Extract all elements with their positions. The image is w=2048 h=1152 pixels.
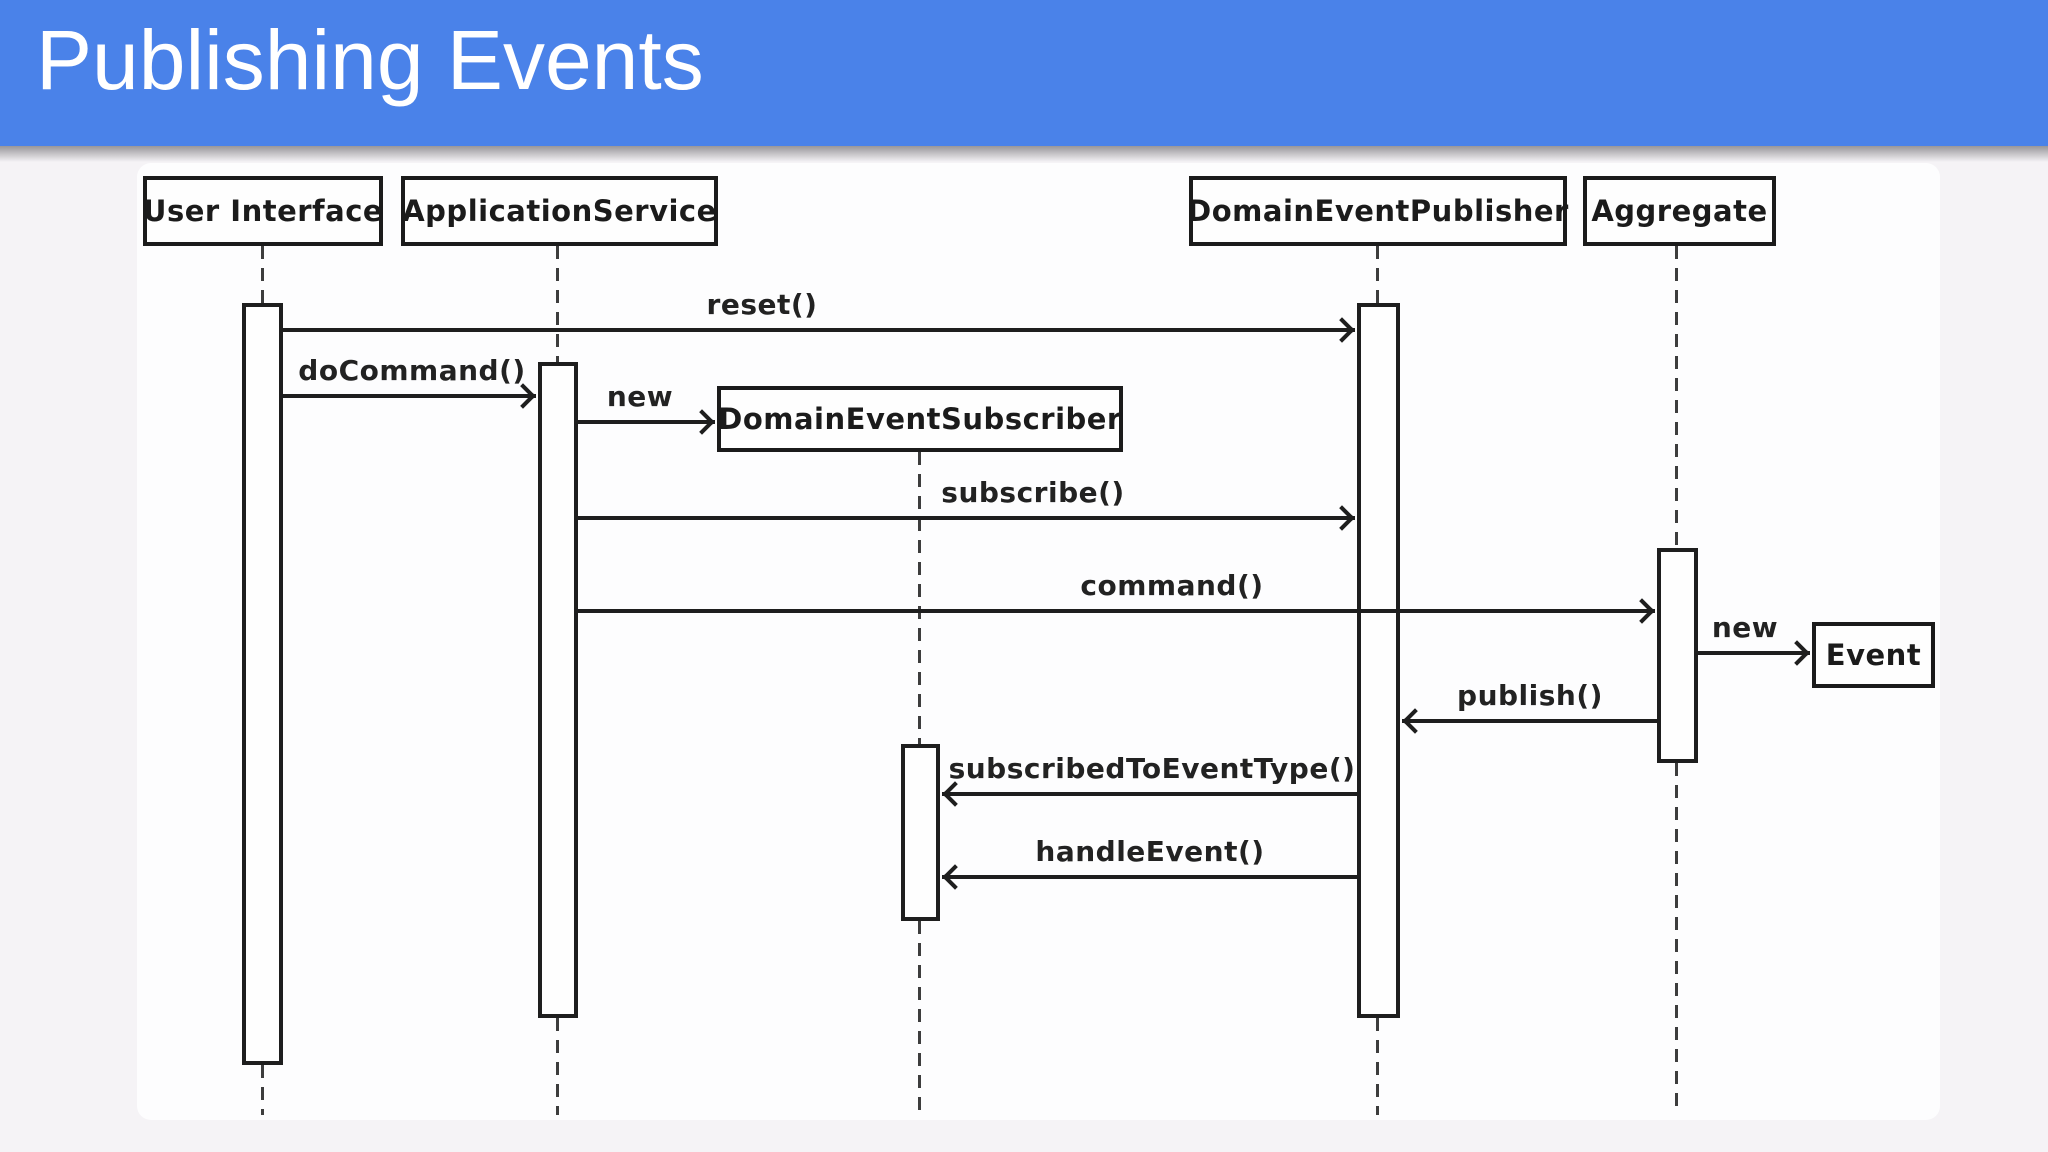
- message-label: subscribe(): [941, 476, 1125, 509]
- message-arrow-head-icon: [1329, 505, 1355, 531]
- activation-bar-application-service: [538, 362, 578, 1018]
- participant-box-event: Event: [1812, 622, 1935, 688]
- diagram-canvas: [137, 163, 1940, 1120]
- message-line: [578, 516, 1355, 520]
- lifeline-domain-event-publisher: [1376, 1018, 1379, 1115]
- message-line: [283, 394, 536, 398]
- participant-box-application-service: ApplicationService: [401, 176, 718, 246]
- activation-bar-domain-event-subscriber: [901, 744, 940, 921]
- message-line: [1402, 719, 1657, 723]
- participant-box-user-interface: User Interface: [143, 176, 383, 246]
- participant-box-domain-event-subscriber: DomainEventSubscriber: [717, 386, 1123, 452]
- lifeline-application-service: [556, 246, 559, 362]
- message-label: publish(): [1457, 679, 1603, 712]
- message-line: [578, 609, 1655, 613]
- message-arrow-head-icon: [1329, 317, 1355, 343]
- slide-title-bar: Publishing Events: [0, 0, 2048, 146]
- slide-title: Publishing Events: [36, 13, 704, 107]
- message-arrow-head-icon: [1402, 708, 1428, 734]
- lifeline-aggregate: [1675, 246, 1678, 548]
- lifeline-application-service: [556, 1018, 559, 1115]
- title-bar-shadow: [0, 146, 2048, 162]
- message-line: [1698, 651, 1810, 655]
- message-arrow-head-icon: [1784, 640, 1810, 666]
- message-label: new: [606, 380, 674, 413]
- message-label: new: [1711, 611, 1779, 644]
- message-line: [942, 875, 1357, 879]
- activation-bar-domain-event-publisher: [1357, 303, 1400, 1018]
- message-label: subscribedToEventType(): [948, 752, 1356, 785]
- message-line: [942, 792, 1357, 796]
- message-line: [283, 328, 1355, 332]
- lifeline-user-interface: [261, 1065, 264, 1115]
- message-label: command(): [1080, 569, 1264, 602]
- activation-bar-aggregate: [1657, 548, 1698, 763]
- activation-bar-user-interface: [242, 303, 283, 1065]
- message-label: handleEvent(): [1035, 835, 1265, 868]
- message-label: reset(): [706, 288, 818, 321]
- lifeline-domain-event-publisher: [1376, 246, 1379, 303]
- message-label: doCommand(): [298, 354, 526, 387]
- message-arrow-head-icon: [689, 409, 715, 435]
- message-line: [578, 420, 715, 424]
- participant-box-aggregate: Aggregate: [1583, 176, 1776, 246]
- lifeline-domain-event-subscriber: [918, 452, 921, 744]
- lifeline-aggregate: [1675, 763, 1678, 1115]
- lifeline-domain-event-subscriber: [918, 921, 921, 1115]
- participant-box-domain-event-publisher: DomainEventPublisher: [1187, 176, 1568, 246]
- message-arrow-head-icon: [1629, 598, 1655, 624]
- message-arrow-head-icon: [942, 864, 968, 890]
- lifeline-user-interface: [261, 246, 264, 303]
